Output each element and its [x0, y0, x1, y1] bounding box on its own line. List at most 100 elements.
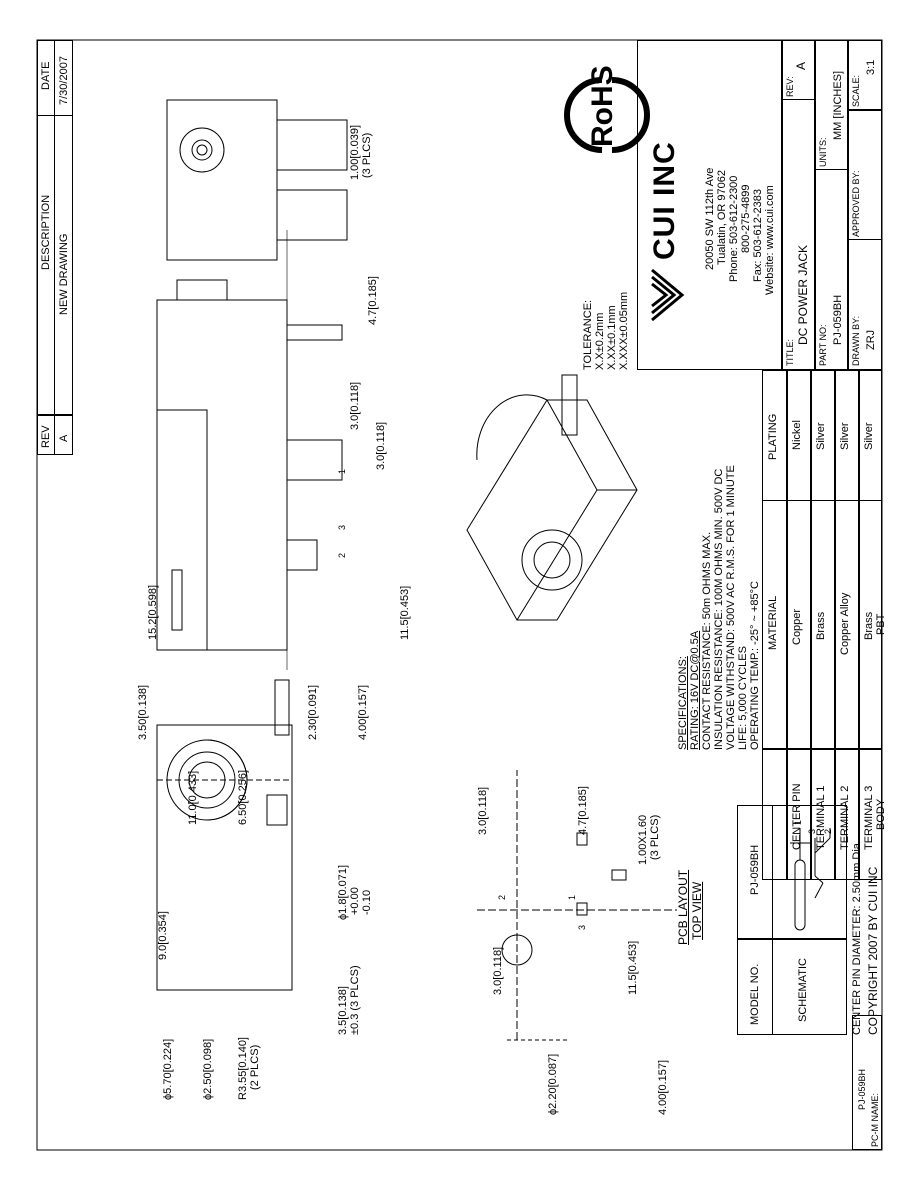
- front-view-drawing: [156, 679, 293, 991]
- dim-side-400: 4.00[0.157]: [357, 684, 369, 740]
- table-row-material: PBT: [875, 613, 887, 635]
- side-view-drawing: [156, 230, 343, 670]
- dim-top-100-note: (3 PLCS): [361, 132, 373, 178]
- part-label: PART NO:: [818, 324, 828, 366]
- dim-r355: R3.55[0.140]: [237, 1037, 249, 1100]
- dim-pcb-30: 3.0[0.118]: [492, 946, 504, 995]
- tolerance-line: X.X±0.2mm: [594, 312, 606, 370]
- material-header: MATERIAL: [767, 595, 779, 650]
- dim-side-115: 11.5[0.453]: [399, 585, 411, 640]
- address-line: 20050 SW 112th Ave: [704, 167, 716, 270]
- pcb-layout-title: PCB LAYOUT: [676, 869, 690, 945]
- spec-line: INSULATION RESISTANCE: 100M OHMS MIN. 50…: [713, 468, 725, 750]
- table-row-material: Copper: [791, 608, 803, 645]
- address-line: Website: www.cui.com: [764, 185, 776, 295]
- cui-logo-icon: [651, 268, 685, 322]
- spec-line: RATING: 16V DC@0.5A: [689, 630, 701, 750]
- table-row-part: TERMINAL 3: [863, 785, 875, 850]
- table-row-material: Copper Alloy: [839, 592, 851, 655]
- date-value: 7/30/2007: [58, 56, 70, 105]
- side-tab-value: PJ-059BH: [857, 1068, 867, 1110]
- dim-650: 6.50[0.256]: [237, 769, 249, 825]
- side-pin-3: 3: [337, 524, 347, 530]
- table-row-material: Brass: [815, 611, 827, 640]
- center-pin-note: CENTER PIN DIAMETER: 2.50mm Dia: [851, 843, 863, 1035]
- rohs-text: RoHS: [586, 65, 619, 147]
- spec-line: CONTACT RESISTANCE: 50m OHMS MAX.: [701, 531, 713, 750]
- dim-pcb-phi220: ϕ2.20[0.087]: [547, 1053, 559, 1115]
- address-line: 800-275-4899: [740, 184, 752, 253]
- dim-phi18: ϕ1.8[0.071]: [337, 864, 349, 920]
- rev-title-value: A: [794, 61, 808, 70]
- side-tab-label: PC-M NAME:: [870, 1093, 880, 1147]
- table-row-material: Brass: [863, 611, 875, 640]
- dim-pcb-47: 4.7[0.185]: [577, 786, 589, 835]
- side-pin-2: 2: [337, 552, 347, 558]
- dim-phi18-tol: -0.10: [361, 889, 373, 915]
- dim-side-30a: 3.0[0.118]: [349, 381, 361, 430]
- schematic-label: SCHEMATIC: [797, 958, 809, 1022]
- drawn-value: ZRJ: [865, 329, 877, 350]
- units-label: UNITS:: [818, 137, 828, 167]
- plating-header: PLATING: [767, 413, 779, 460]
- table-row-part: BODY: [875, 798, 887, 830]
- table-row-plating: Silver: [815, 422, 827, 450]
- table-row-plating: Nickel: [791, 420, 803, 450]
- pcb-layout-drawing: [477, 770, 677, 1041]
- spec-title: SPECIFICATIONS:: [677, 656, 689, 750]
- dim-35: 3.5[0.138]: [337, 986, 349, 1035]
- scale-value: 3:1: [865, 59, 877, 75]
- dim-phi570: ϕ5.70[0.224]: [162, 1038, 174, 1100]
- tolerance-line: X.XXX±0.05mm: [618, 291, 630, 370]
- spec-line: LIFE: 5,000 CYCLES: [737, 646, 749, 750]
- description-value: NEW DRAWING: [58, 233, 70, 315]
- approved-label: APPROVED BY:: [851, 170, 861, 237]
- rotated-drawing: REV DESCRIPTION DATE A NEW DRAWING 7/30/…: [37, 40, 887, 1150]
- pcb-pin-3: 3: [577, 924, 587, 930]
- date-header: DATE: [40, 61, 52, 90]
- dim-side-30b: 3.0[0.118]: [375, 421, 387, 470]
- rev-header: REV: [40, 425, 52, 448]
- table-row-plating: Silver: [839, 422, 851, 450]
- dim-110: 11.0[0.433]: [187, 770, 199, 825]
- schematic-pin: 2: [823, 828, 833, 834]
- schematic-pin: 3: [807, 828, 817, 834]
- dim-90: 9.0[0.354]: [157, 911, 169, 960]
- pcb-pin-2: 2: [497, 894, 507, 900]
- units-value: MM [INCHES]: [832, 70, 844, 140]
- schematic-pin: 1: [793, 819, 803, 825]
- pcb-layout-subtitle: TOP VIEW: [690, 881, 704, 940]
- rohs-logo-icon: [564, 77, 650, 153]
- description-header: DESCRIPTION: [40, 194, 52, 270]
- model-label: MODEL NO.: [749, 963, 761, 1025]
- dim-side-152: 15.2[0.598]: [147, 584, 159, 640]
- spec-line: OPERATING TEMP.: -25° ~ +85°C: [749, 581, 761, 750]
- dim-top-47: 4.7[0.185]: [367, 276, 379, 325]
- title-value: DC POWER JACK: [796, 244, 810, 345]
- model-value: PJ-059BH: [749, 844, 761, 895]
- dim-pcb-slot: 1.00X1.60: [637, 814, 649, 865]
- title-label: TITLE:: [785, 338, 795, 366]
- dim-side-230: 2.30[0.091]: [307, 684, 319, 740]
- scale-label: SCALE:: [851, 74, 861, 107]
- tolerance-title: TOLERANCE:: [582, 299, 594, 370]
- dim-pcb-30b: 3.0[0.118]: [477, 786, 489, 835]
- table-row-plating: Silver: [863, 422, 875, 450]
- address-line: Fax: 503-612-2383: [752, 189, 764, 282]
- dim-phi18-tol: +0.00: [349, 887, 361, 915]
- rev-label: REV:: [785, 76, 795, 97]
- rev-value: A: [58, 434, 70, 442]
- dim-top-100: 1.00[0.039]: [349, 124, 361, 180]
- side-pin-1: 1: [337, 468, 347, 474]
- dim-35-tol: ±0.3 (3 PLCS): [349, 965, 361, 1035]
- dim-r355-note: (2 PLCS): [249, 1044, 261, 1090]
- tolerance-line: X.XX±0.1mm: [606, 305, 618, 370]
- isometric-view-drawing: [466, 374, 638, 621]
- part-value: PJ-059BH: [832, 294, 844, 345]
- company-name: CUI INC: [648, 141, 681, 260]
- dim-pcb-slot-note: (3 PLCS): [649, 814, 661, 860]
- drawn-label: DRAWN BY:: [851, 315, 861, 366]
- dim-side-350: 3.50[0.138]: [137, 684, 149, 740]
